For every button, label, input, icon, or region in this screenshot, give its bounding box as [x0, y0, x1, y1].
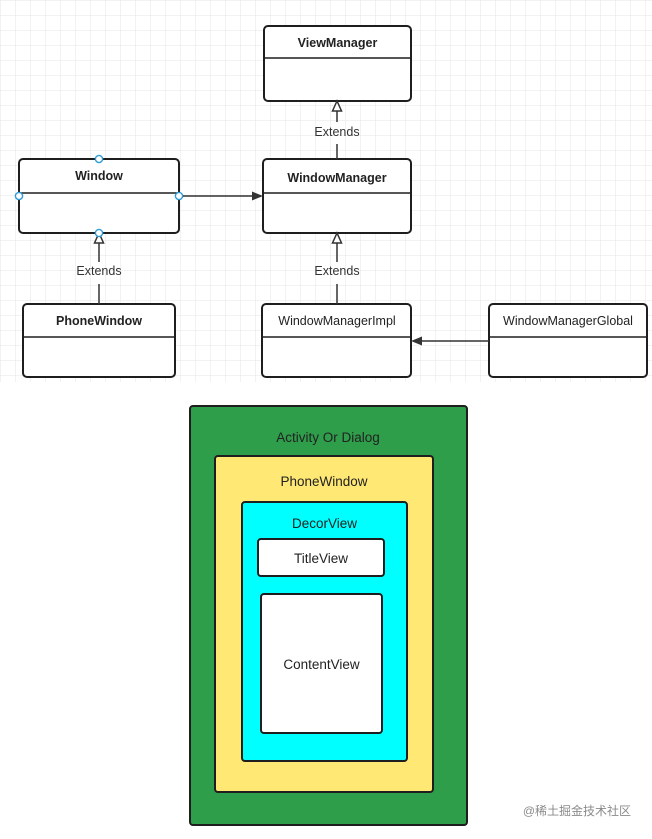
inheritance-arrowhead	[331, 99, 343, 112]
edge-global-to-impl[interactable]	[411, 336, 489, 346]
layer-label-decor-view: DecorView	[292, 516, 357, 531]
class-node-window-manager-impl[interactable]: WindowManagerImpl	[261, 303, 412, 378]
connector-handle-top[interactable]	[94, 154, 104, 164]
class-node-window-manager[interactable]: WindowManager	[262, 158, 412, 234]
class-name-window-manager-global: WindowManagerGlobal	[503, 314, 633, 328]
edge-label-extends: Extends	[76, 264, 121, 278]
class-node-view-manager[interactable]: ViewManager	[263, 25, 412, 102]
class-name-window: Window	[75, 169, 123, 183]
layer-label-content-view: ContentView	[283, 657, 360, 672]
connector-handle-left[interactable]	[14, 191, 24, 201]
layer-content-view[interactable]: ContentView	[260, 593, 383, 734]
connector-handle-right[interactable]	[174, 191, 184, 201]
edge-label-extends: Extends	[314, 125, 359, 139]
class-node-phone-window[interactable]: PhoneWindow	[22, 303, 176, 378]
class-name-window-manager: WindowManager	[287, 171, 386, 185]
inheritance-arrowhead	[331, 231, 343, 244]
edge-label-extends: Extends	[314, 264, 359, 278]
class-name-window-manager-impl: WindowManagerImpl	[278, 314, 395, 328]
inheritance-arrowhead	[93, 231, 105, 244]
layer-label-phone-window: PhoneWindow	[280, 474, 367, 489]
arrowhead	[411, 336, 422, 346]
arrowhead	[252, 191, 263, 201]
watermark-text: @稀土掘金技术社区	[523, 803, 631, 818]
edge-phone-window-extends-window[interactable]: Extends	[76, 231, 122, 304]
layer-label-title-view: TitleView	[294, 551, 348, 566]
edge-window-to-window-manager[interactable]	[183, 191, 263, 201]
layer-title-view[interactable]: TitleView	[257, 538, 385, 577]
edge-window-manager-extends-view-manager[interactable]: Extends	[314, 99, 360, 159]
class-name-phone-window: PhoneWindow	[56, 314, 142, 328]
class-node-window[interactable]: Window	[18, 158, 180, 234]
class-node-window-manager-global[interactable]: WindowManagerGlobal	[488, 303, 648, 378]
edge-window-manager-impl-extends-window-manager[interactable]: Extends	[314, 231, 360, 304]
class-name-view-manager: ViewManager	[298, 36, 378, 50]
connector-handle-bottom[interactable]	[94, 228, 104, 238]
layer-label-activity-or-dialog: Activity Or Dialog	[276, 430, 380, 445]
